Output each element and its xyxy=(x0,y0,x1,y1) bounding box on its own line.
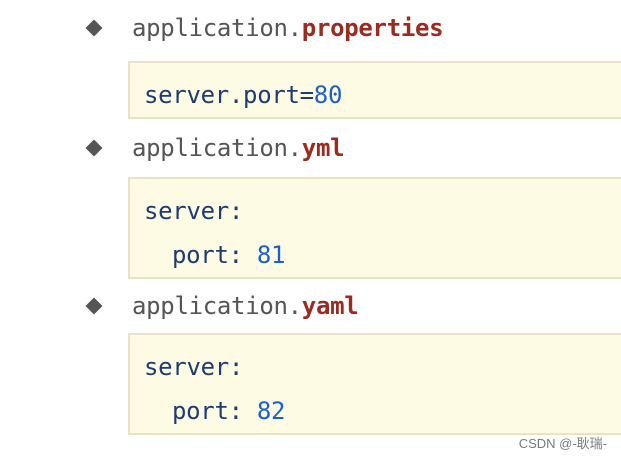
filename-properties: application.properties xyxy=(132,14,444,42)
bullet-diamond-icon xyxy=(85,139,103,157)
bullet-diamond-icon xyxy=(85,297,103,315)
code-line: port: 82 xyxy=(172,397,286,425)
filename-extension: yml xyxy=(301,134,345,162)
code-key: server.port= xyxy=(144,81,314,109)
code-line: server: xyxy=(144,197,243,225)
code-block-yml: server: port: 81 xyxy=(128,177,621,279)
code-block-properties: server.port=80 xyxy=(128,61,621,119)
filename-base: application. xyxy=(132,14,302,42)
filename-yml: application.yml xyxy=(132,134,345,162)
code-value: 80 xyxy=(313,81,343,109)
code-key: server: xyxy=(144,353,244,381)
code-block-yaml: server: port: 82 xyxy=(128,333,621,435)
code-key: port: xyxy=(172,241,257,269)
section-heading-yaml: application.yaml xyxy=(84,290,359,322)
filename-base: application. xyxy=(132,292,302,320)
filename-yaml: application.yaml xyxy=(132,292,359,320)
filename-extension: properties xyxy=(301,14,444,42)
code-value: 81 xyxy=(256,241,286,269)
bullet-diamond-icon xyxy=(85,19,103,37)
code-line: server: xyxy=(144,353,243,381)
code-line: port: 81 xyxy=(172,241,286,269)
filename-base: application. xyxy=(132,134,302,162)
section-heading-yml: application.yml xyxy=(84,132,345,164)
section-heading-properties: application.properties xyxy=(84,12,444,44)
code-key: port: xyxy=(172,397,257,425)
watermark: CSDN @-耿瑞- xyxy=(518,436,607,451)
filename-extension: yaml xyxy=(301,292,359,320)
code-line: server.port=80 xyxy=(144,81,342,109)
code-value: 82 xyxy=(256,397,286,425)
code-key: server: xyxy=(144,197,244,225)
